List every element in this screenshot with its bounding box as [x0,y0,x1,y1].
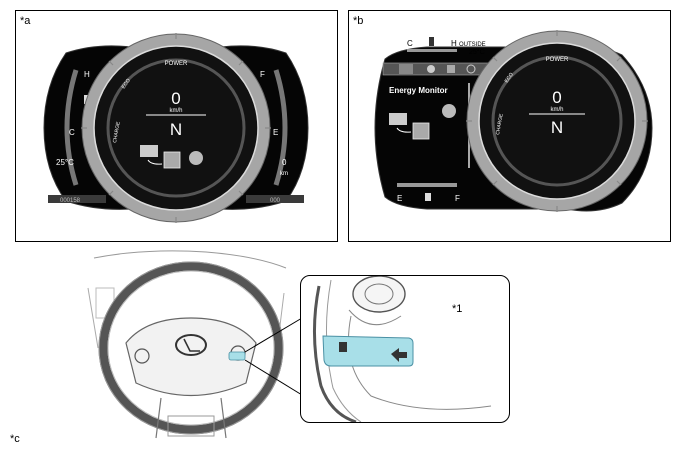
menu-tab-info [399,64,413,74]
speed-value: 0 [171,89,180,108]
odometer-right: 000 [270,198,281,204]
speed-value-b: 0 [552,88,561,107]
zoom-inset [300,275,510,423]
fuel-empty-label-b: E [397,194,402,203]
back-arrow-icon [391,348,407,362]
panel-c-label: *c [10,433,20,445]
left-spoke-controls [134,348,150,364]
outside-label: OUTSIDE [459,42,486,48]
upper-switch-dial [352,276,406,313]
cluster-b-illustration: C H OUTSIDE 25°C Energy Monitor E F POWE… [374,30,653,212]
outside-temp: 25°C [56,158,74,167]
callout-1-label: *1 [452,303,463,315]
screen-title: Energy Monitor [389,86,448,95]
range-value: 0 [282,158,287,167]
steering-wheel-hub [125,317,257,396]
steering-wheel-rim [98,261,284,435]
gauge-charge-label: CHARGE [112,121,122,144]
engine-icon-b [389,113,407,125]
speed-unit: km/h [169,108,182,114]
lexus-emblem [175,334,207,356]
odometer-left: 000158 [60,198,81,204]
menu-tab-settings [466,64,476,74]
temp-icon-b [429,37,434,46]
switch-closeup [312,276,492,422]
gear-indicator: N [170,120,182,139]
temp-low-label: C [69,128,75,137]
fuel-gauge-arc [273,69,288,186]
gauge-power-label-b: POWER [546,57,569,63]
panel-b: *b C H OUTSIDE 25°C Energy Monitor E F P… [348,10,671,242]
speed-unit-b: km/h [550,107,563,113]
main-gauge-bezel-b [467,31,647,211]
gear-indicator-b: N [551,118,563,137]
engine-icon [140,145,158,157]
panel-b-label: *b [353,15,364,27]
menu-tab-music [447,65,455,73]
page-icon [339,342,347,352]
cluster-a-illustration: H C F E 25°C 0 km 000158 000 POWER ECO C… [43,33,309,223]
fuel-full-label: F [260,70,265,79]
gauge-power-label: POWER [165,61,188,67]
fuel-bar-b [397,183,457,187]
panel-a: *a H C F E 25°C 0 km 000158 000 POWER EC… [15,10,338,242]
wheel-icon-b [442,104,456,118]
range-unit: km [280,171,288,177]
temp-gauge-arc [64,69,79,186]
wheel-icon [189,151,203,165]
battery-icon-b [412,122,430,140]
temp-bar-b [407,49,457,52]
fuel-full-label-b: F [455,194,460,203]
panel-a-label: *a [20,15,31,27]
gauge-charge-label-b: CHARGE [495,113,505,136]
steering-wheel-illustration [87,250,287,439]
fuel-pump-icon-b [425,193,431,201]
highlighted-switch [228,351,246,361]
temp-high-label: H [84,70,90,79]
temp-high-label-b: H [451,39,457,48]
gauge-eco-label: ECO [121,78,132,90]
gauge-eco-label-b: ECO [504,72,515,84]
temp-low-label-b: C [407,39,413,48]
battery-icon [163,151,181,169]
meter-control-switch [322,335,414,367]
menu-tab-dial [427,65,435,73]
main-gauge-bezel [82,34,270,222]
fuel-empty-label: E [273,128,278,137]
outside-temp-b: 25°C [469,48,485,56]
